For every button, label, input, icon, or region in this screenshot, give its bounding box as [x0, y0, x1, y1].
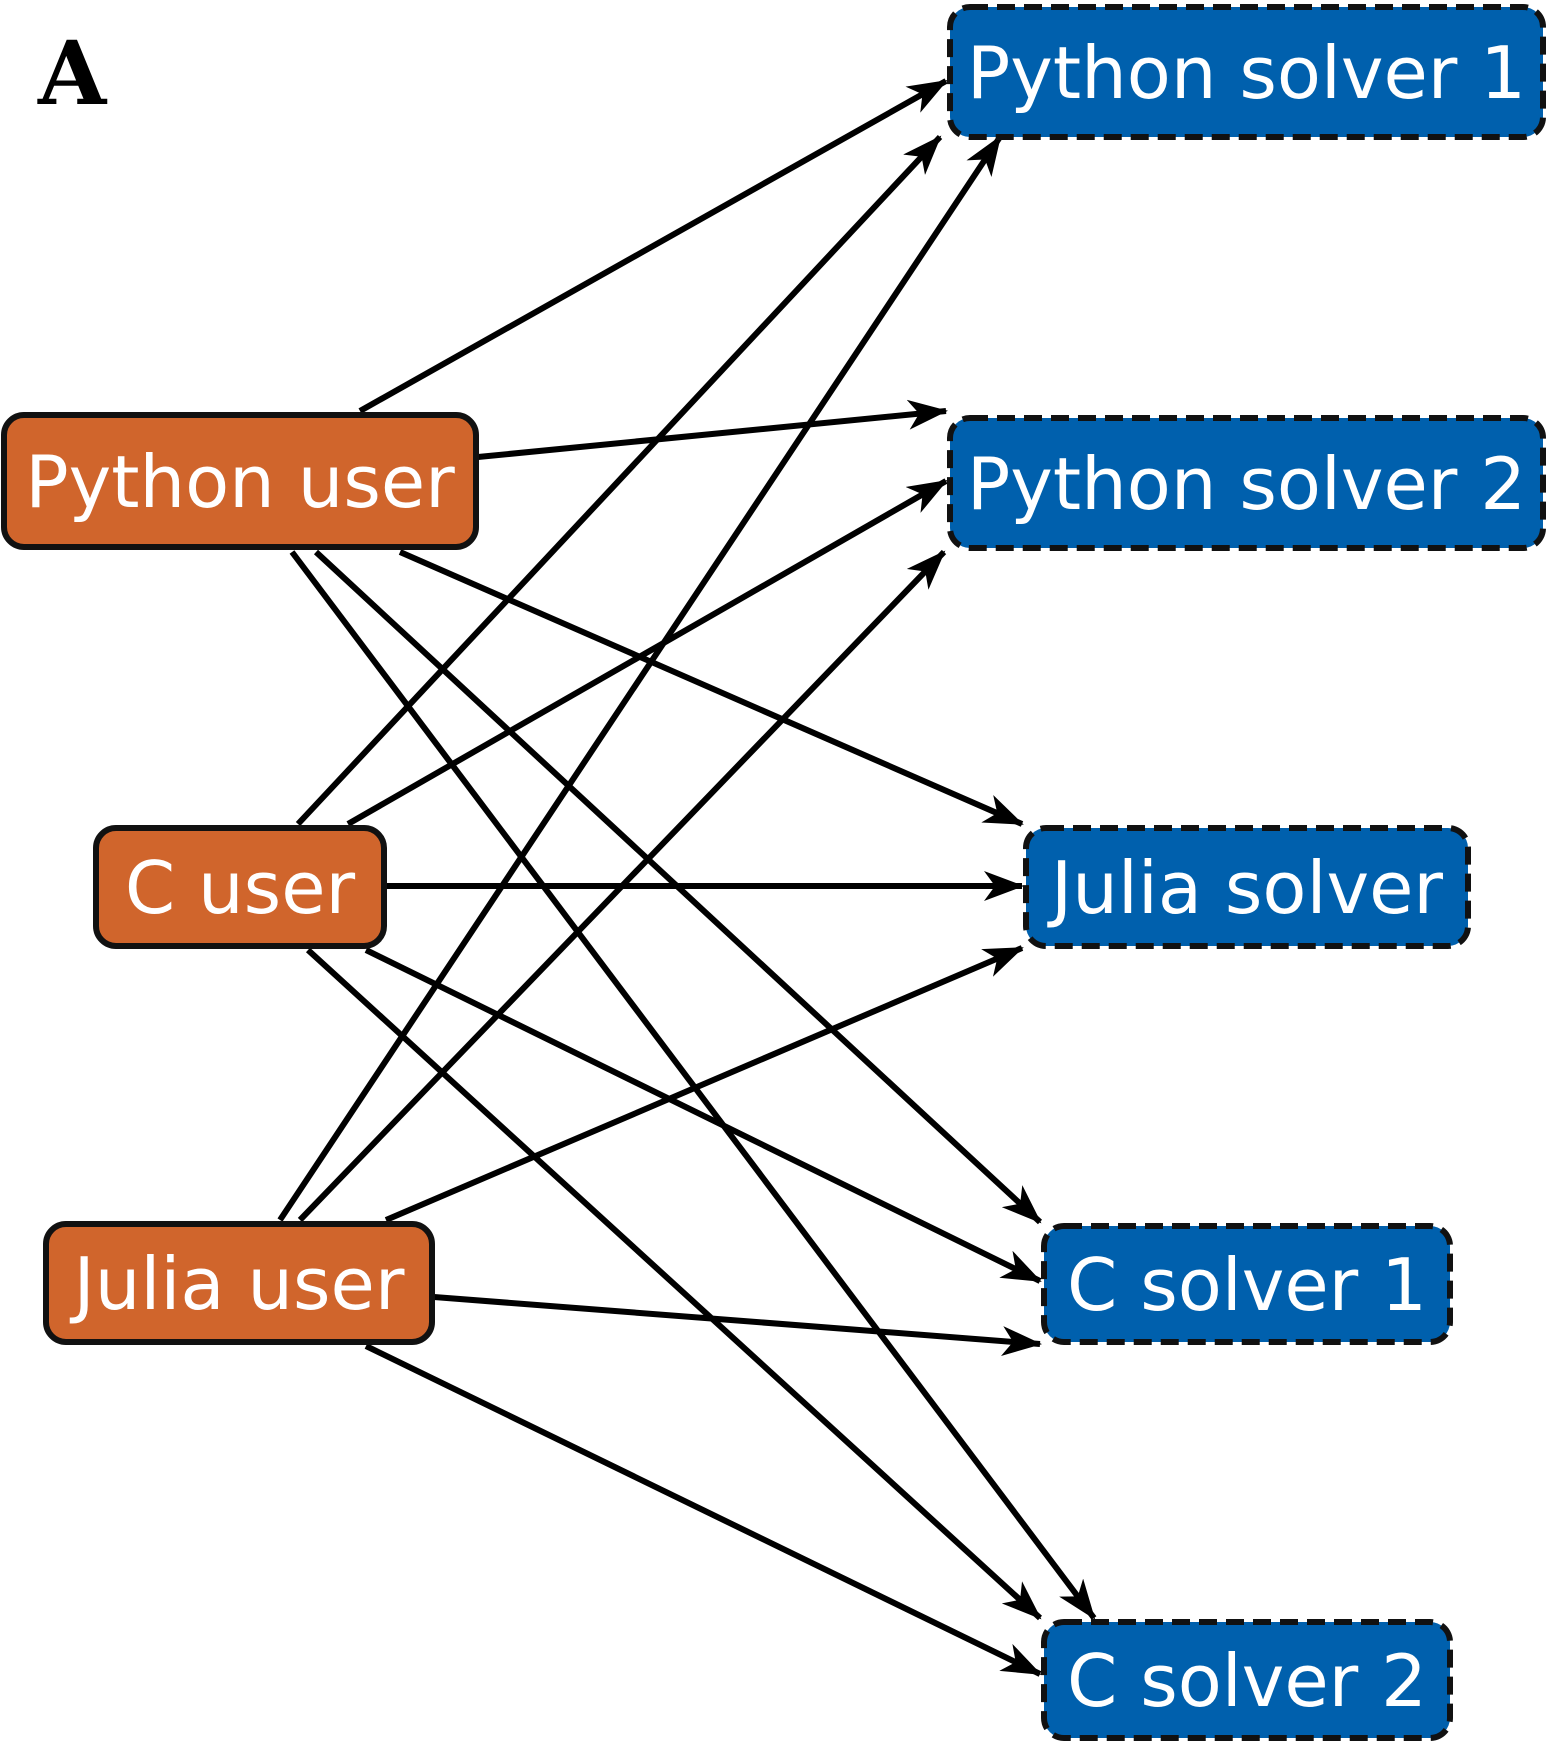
edge-julia-user-to-c-solver-2 [364, 1343, 1042, 1677]
python-solver-1-node: Python solver 1 [947, 4, 1546, 140]
c-solver-2-box [1041, 1619, 1453, 1741]
c-user-label: C user [125, 846, 356, 930]
edge-python-user-to-julia-solver [398, 549, 1024, 827]
c-user-node: C user [93, 825, 387, 949]
c-solver-1-label: C solver 1 [1067, 1243, 1427, 1327]
c-solver-2-label: C solver 2 [1067, 1639, 1427, 1723]
edge-python-user-to-python-solver-1 [358, 78, 948, 414]
edge-julia-user-to-python-solver-1 [277, 135, 1003, 1222]
julia-user-node: Julia user [43, 1221, 435, 1345]
edge-c-user-to-c-solver-2 [305, 947, 1043, 1621]
python-solver-2-box [947, 415, 1546, 551]
edge-julia-user-to-julia-solver [384, 945, 1024, 1223]
c-user-box [93, 825, 387, 949]
c-solver-1-node: C solver 1 [1041, 1223, 1453, 1345]
c-solver-1-box [1041, 1223, 1453, 1345]
edges-layer [277, 78, 1097, 1677]
python-user-box [1, 412, 479, 550]
edge-julia-user-to-c-solver-1 [433, 1294, 1042, 1357]
julia-user-box [43, 1221, 435, 1345]
python-user-node: Python user [1, 412, 479, 550]
julia-solver-node: Julia solver [1023, 825, 1471, 949]
edge-julia-user-to-python-solver-2 [297, 549, 947, 1223]
edge-c-user-to-python-solver-2 [346, 478, 948, 827]
python-solver-2-label: Python solver 2 [967, 442, 1526, 526]
edge-python-user-to-c-solver-2 [289, 550, 1097, 1620]
c-solver-2-node: C solver 2 [1041, 1619, 1453, 1741]
python-solver-2-node: Python solver 2 [947, 415, 1546, 551]
panel-label: A [37, 21, 108, 125]
python-solver-1-box [947, 4, 1546, 140]
python-solver-1-label: Python solver 1 [967, 31, 1526, 115]
edge-c-user-to-python-solver-1 [295, 134, 943, 827]
julia-solver-box [1023, 825, 1471, 949]
edge-c-user-to-c-solver-1 [364, 947, 1042, 1284]
julia-user-label: Julia user [70, 1242, 405, 1326]
python-user-label: Python user [25, 440, 455, 524]
julia-solver-label: Julia solver [1047, 846, 1443, 930]
edge-python-user-to-python-solver-2 [477, 399, 948, 460]
